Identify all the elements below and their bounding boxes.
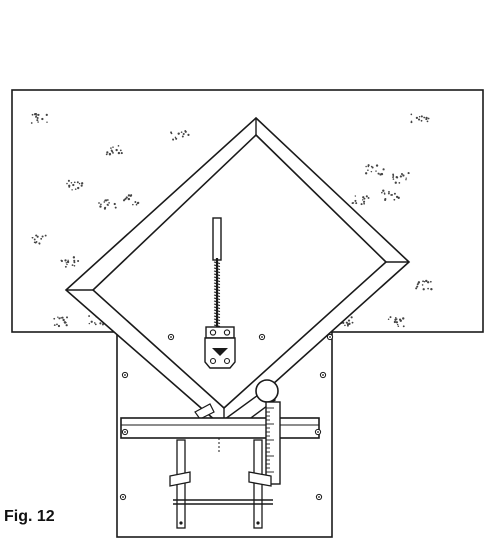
- figure-caption: Fig. 12: [4, 508, 55, 525]
- mounting-screws: [119, 333, 334, 501]
- clamp-screw: [212, 217, 222, 328]
- graduated-scale: 18: [264, 401, 281, 485]
- adjust-knob: [255, 379, 279, 403]
- crossbar: [120, 417, 320, 439]
- clamp-block: [204, 326, 236, 369]
- guide-rods: [169, 439, 273, 529]
